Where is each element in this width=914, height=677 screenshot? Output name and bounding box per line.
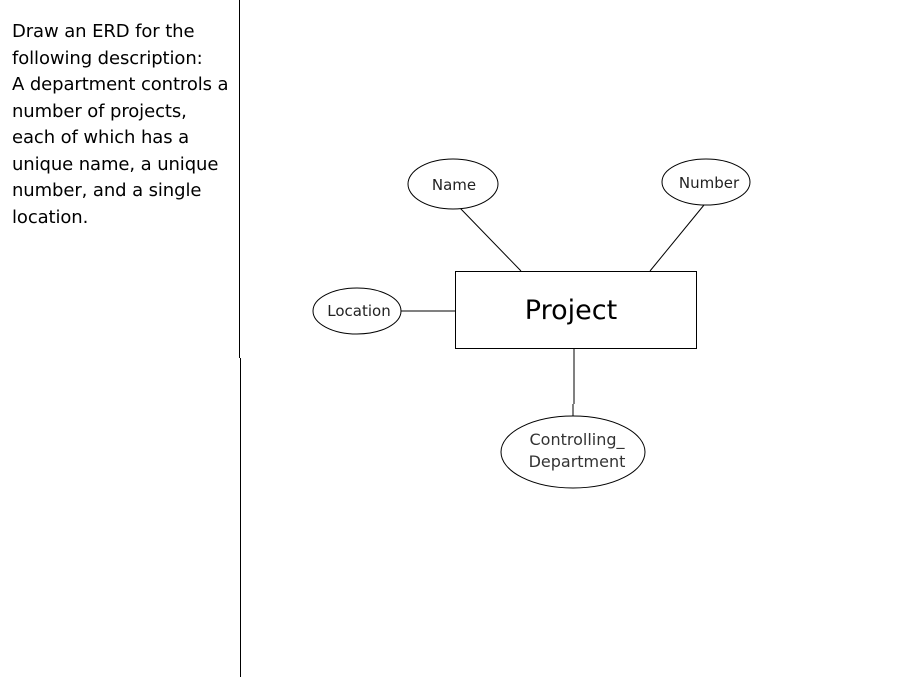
connector-name-project xyxy=(459,207,522,272)
entity-label: Project xyxy=(525,295,617,326)
attribute-ellipse xyxy=(500,415,646,489)
attribute-label: Number xyxy=(679,174,740,192)
attribute-location: Location xyxy=(312,287,402,335)
attribute-name: Name xyxy=(407,158,499,210)
attribute-ellipse xyxy=(661,158,751,206)
attribute-label-line2: Department xyxy=(529,452,626,471)
attribute-controlling-department: Controlling_ Department xyxy=(500,415,646,489)
prompt-panel: Draw an ERD for the following descriptio… xyxy=(0,0,240,677)
entity-box xyxy=(455,271,697,349)
attribute-ellipse xyxy=(407,158,499,210)
vertical-divider-upper xyxy=(239,0,240,358)
attribute-ellipse xyxy=(312,287,402,335)
attribute-label-line1: Controlling_ xyxy=(529,430,625,450)
attribute-label: Location xyxy=(327,302,390,320)
attribute-label: Name xyxy=(432,176,476,194)
attribute-number: Number xyxy=(661,158,751,206)
vertical-divider-lower xyxy=(240,358,241,677)
prompt-text: Draw an ERD for the following descriptio… xyxy=(12,21,229,228)
entity-project: Project xyxy=(455,271,697,349)
connector-number-project xyxy=(649,204,705,272)
